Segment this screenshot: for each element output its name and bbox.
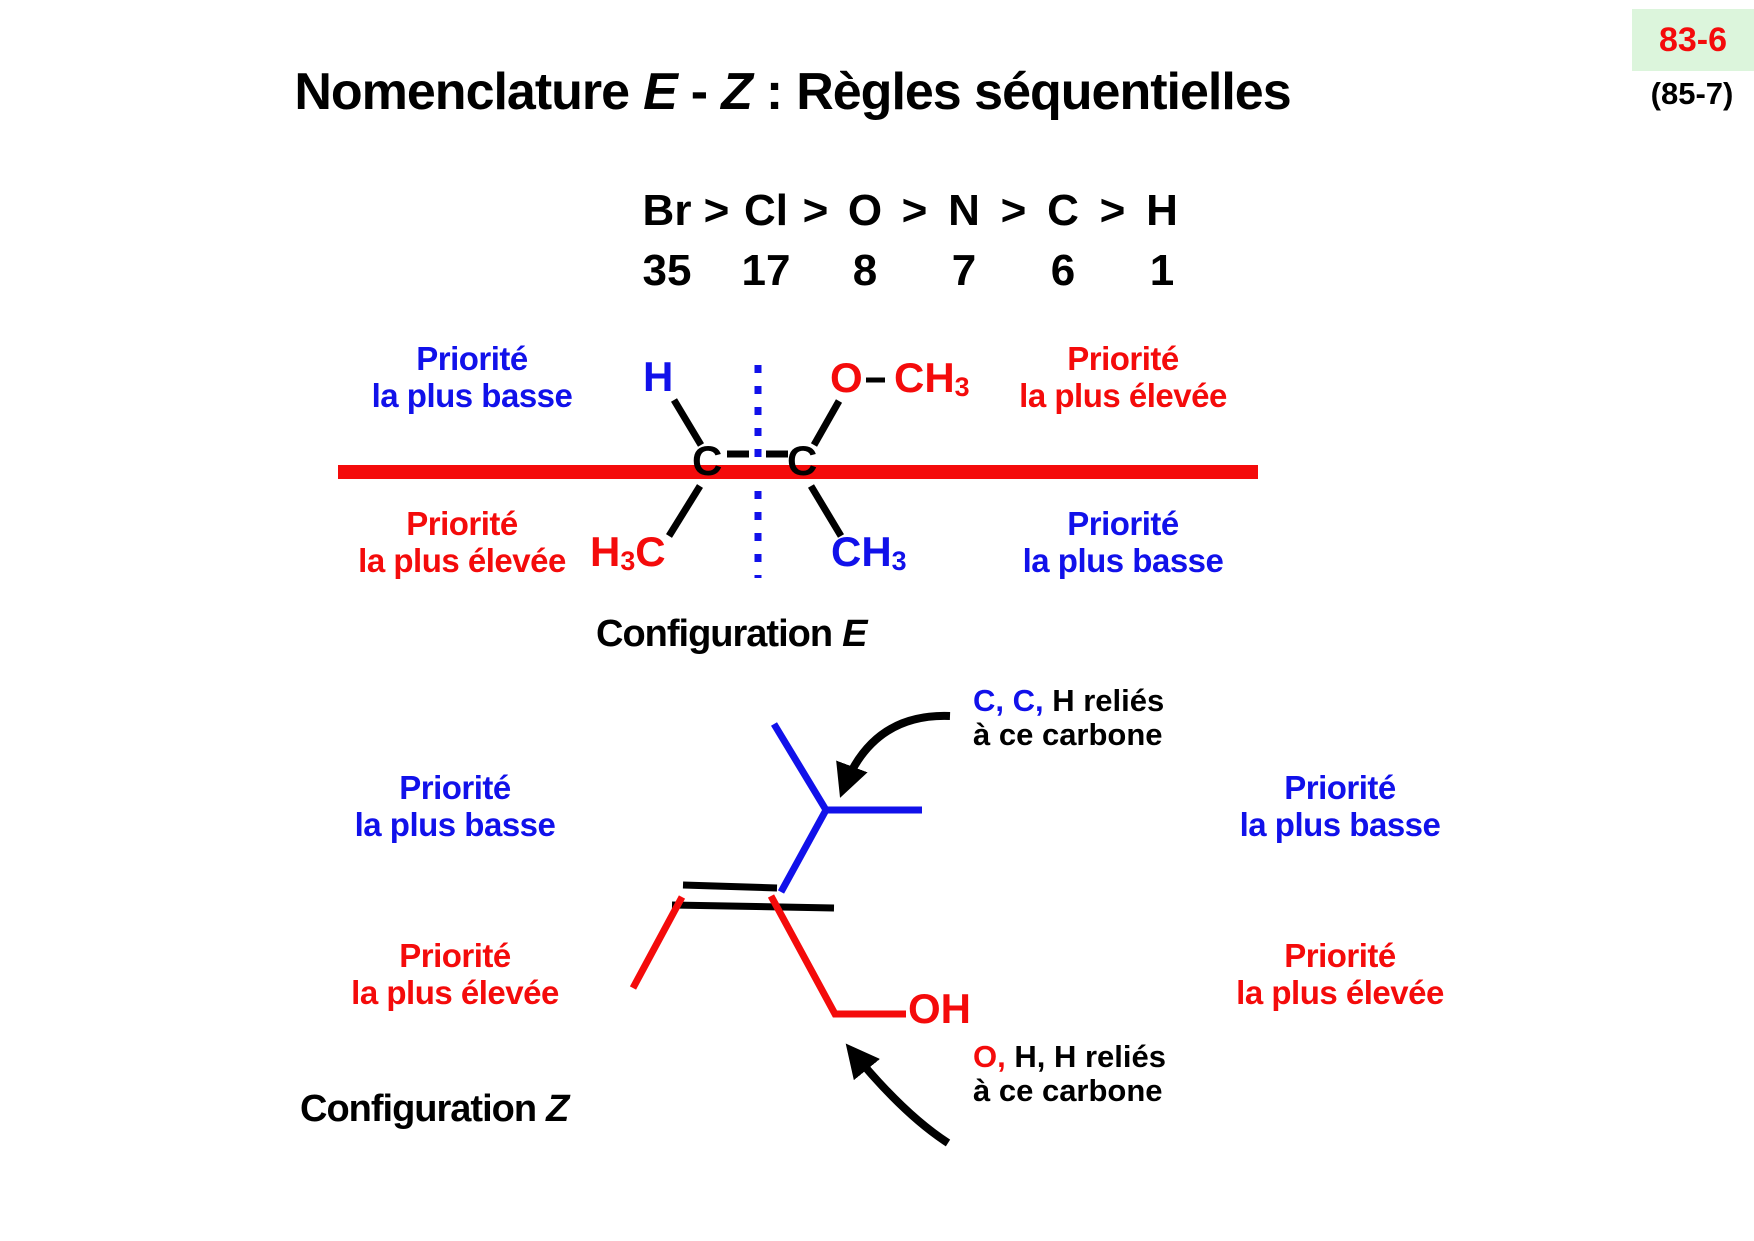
annotation-line1: C, C, H reliés xyxy=(973,684,1164,718)
config-e-diagram xyxy=(338,365,1258,578)
atomic-number-cl: 17 xyxy=(741,246,791,295)
priority-label-e-bottom-left-highest: Priorité la plus élevée xyxy=(322,505,602,579)
annotation-line2: à ce carbone xyxy=(973,1073,1163,1108)
annotation-ch2oh-carbon: O, H, H reliés à ce carbone xyxy=(973,1040,1166,1108)
priority-word: Priorité xyxy=(1284,769,1396,806)
atomic-number-row: 35 > 17 > 8 > 7 > 6 > 1 xyxy=(634,246,1195,296)
atomic-number-o: 8 xyxy=(852,246,878,295)
bond-c-to-h3c xyxy=(666,484,703,538)
annotation-rest: H, H reliés xyxy=(1005,1039,1166,1074)
priority-word: Priorité xyxy=(1067,340,1179,377)
priority-word: Priorité xyxy=(416,340,528,377)
h3c-h: H xyxy=(590,528,621,575)
priority-word: Priorité xyxy=(399,937,511,974)
h3c-c: C xyxy=(635,528,666,575)
priority-label-z-top-right-lowest: Priorité la plus basse xyxy=(1200,769,1480,843)
bond-c-to-ch3 xyxy=(807,484,845,538)
arrow-to-ch2oh-carbon xyxy=(845,1043,951,1147)
priority-highest: la plus élevée xyxy=(358,542,566,579)
atomic-number-n: 7 xyxy=(951,246,977,295)
priority-label-e-top-left-lowest: Priorité la plus basse xyxy=(332,340,612,414)
bond-h-to-c xyxy=(670,398,705,447)
isopropyl-bond-to-alkene xyxy=(777,808,830,894)
double-bond-top-line xyxy=(682,881,778,892)
priority-highest: la plus élevée xyxy=(351,974,559,1011)
priority-label-e-bottom-right-lowest: Priorité la plus basse xyxy=(983,505,1263,579)
och3-main: CH xyxy=(894,354,955,401)
gt-separator: > xyxy=(802,186,829,235)
caption-letter-z: Z xyxy=(546,1088,569,1130)
priority-word: Priorité xyxy=(1067,505,1179,542)
ch2oh-bond-red xyxy=(767,894,906,1018)
slide-number-badge: 83-6 xyxy=(1632,9,1754,71)
element-o: O xyxy=(847,186,883,235)
slide-reference-number: (85-7) xyxy=(1650,76,1734,111)
priority-highest: la plus élevée xyxy=(1236,974,1444,1011)
arrow-to-isopropyl-carbon xyxy=(836,711,951,798)
annotation-isopropyl-carbon: C, C, H reliés à ce carbone xyxy=(973,684,1164,752)
annotation-rest: H reliés xyxy=(1043,683,1165,718)
methyl-bond-left-red xyxy=(629,895,686,990)
element-c: C xyxy=(1047,186,1079,235)
title-letter-z: Z xyxy=(721,63,753,121)
caption-letter-e: E xyxy=(842,613,867,655)
atom-label-ch3: CH3 xyxy=(831,531,907,575)
gt-separator: > xyxy=(1099,186,1126,235)
element-h: H xyxy=(1146,186,1178,235)
annotation-atoms-colored: O, xyxy=(973,1039,1006,1074)
config-z-diagram xyxy=(629,711,951,1147)
priority-label-e-top-right-highest: Priorité la plus élevée xyxy=(983,340,1263,414)
bond-c-to-o xyxy=(810,399,843,447)
isopropyl-bond-upper xyxy=(771,722,829,812)
atomic-number-h: 1 xyxy=(1149,246,1175,295)
element-cl: Cl xyxy=(744,186,788,235)
priority-label-z-top-left-lowest: Priorité la plus basse xyxy=(315,769,595,843)
priority-word: Priorité xyxy=(1284,937,1396,974)
h3c-subscript: 3 xyxy=(620,545,636,576)
gt-separator: > xyxy=(901,186,928,235)
title-letter-e: E xyxy=(643,63,678,121)
double-bond-bottom-line xyxy=(671,901,835,912)
slide-number: 83-6 xyxy=(1658,20,1728,59)
priority-word: Priorité xyxy=(399,769,511,806)
annotation-line2: à ce carbone xyxy=(973,717,1163,752)
atomic-number-c: 6 xyxy=(1050,246,1076,295)
annotation-line1: O, H, H reliés xyxy=(973,1040,1166,1074)
title-word: Règles séquentielles xyxy=(796,63,1291,121)
ch3-subscript: 3 xyxy=(891,545,907,576)
priority-lowest: la plus basse xyxy=(354,806,556,843)
priority-lowest: la plus basse xyxy=(1239,806,1441,843)
priority-highest: la plus élevée xyxy=(1019,377,1227,414)
element-br: Br xyxy=(642,186,692,235)
priority-sequence-row: Br > Cl > O > N > C > H xyxy=(634,186,1195,236)
title-colon: : xyxy=(765,63,783,121)
atom-label-och3: CH3 xyxy=(894,357,970,401)
priority-lowest: la plus basse xyxy=(1022,542,1224,579)
gt-separator: > xyxy=(1000,186,1027,235)
priority-lowest: la plus basse xyxy=(371,377,573,414)
och3-subscript: 3 xyxy=(954,371,970,402)
caption-word: Configuration xyxy=(300,1088,537,1130)
title-word: Nomenclature xyxy=(294,63,630,121)
priority-word: Priorité xyxy=(406,505,518,542)
priority-label-z-bottom-left-highest: Priorité la plus élevée xyxy=(315,937,595,1011)
priority-label-z-bottom-right-highest: Priorité la plus élevée xyxy=(1200,937,1480,1011)
caption-word: Configuration xyxy=(596,613,833,655)
atom-label-h: H xyxy=(643,353,674,400)
atom-label-c-left: C xyxy=(692,437,723,484)
gt-separator: > xyxy=(703,186,730,235)
atom-label-oh: OH xyxy=(908,985,971,1032)
annotation-atoms-colored: C, C, xyxy=(973,683,1044,718)
title-dash: - xyxy=(690,63,708,121)
page-title: Nomenclature E - Z : Règles séquentielle… xyxy=(0,62,1585,122)
atomic-number-br: 35 xyxy=(642,246,692,295)
element-n: N xyxy=(948,186,980,235)
atom-label-h3c: H3C xyxy=(590,531,666,575)
atom-label-c-right: C xyxy=(787,437,818,484)
atom-label-o: O xyxy=(830,354,863,401)
ch3-main: CH xyxy=(831,528,892,575)
